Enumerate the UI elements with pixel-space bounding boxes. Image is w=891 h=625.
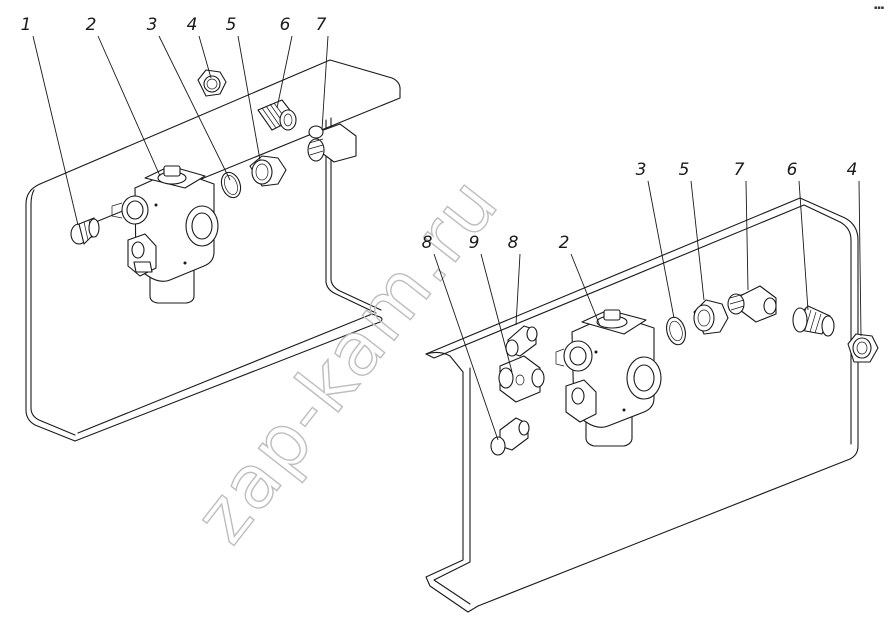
leader-line-L5: [237, 35, 261, 161]
callout-label-R2: 2: [559, 233, 570, 253]
callout-label-L1: 1: [21, 15, 32, 35]
callout-label-L6: 6: [280, 15, 291, 35]
part-7-elbow-left: [307, 123, 357, 163]
part-5-adapter-right: [693, 299, 729, 335]
part-8-elbow-upper: [505, 325, 538, 357]
part-7-elbow-right: [727, 285, 777, 323]
leader-line-R4: [858, 180, 862, 337]
part-3-oring-left: [220, 171, 242, 199]
right-bracket: [425, 197, 859, 613]
callout-label-R9: 9: [469, 233, 480, 253]
callout-label-R5: 5: [679, 160, 690, 180]
leader-line-R9: [480, 253, 513, 373]
callout-label-R8b: 8: [508, 233, 519, 253]
callout-label-L7: 7: [316, 15, 327, 35]
leader-line-R2: [570, 253, 601, 327]
leader-line-R7: [745, 180, 749, 291]
callout-label-R3: 3: [636, 160, 647, 180]
part-3-oring-right: [666, 316, 686, 346]
leader-line-L3: [158, 35, 231, 181]
leader-line-L6: [276, 35, 293, 109]
leader-line-L1: [32, 35, 79, 226]
callout-label-R4: 4: [847, 160, 858, 180]
watermark: zap-kam.ru: [178, 161, 515, 559]
callout-label-R7: 7: [734, 160, 745, 180]
part-6-fitting-left: [257, 99, 297, 131]
leader-line-R5: [690, 180, 705, 301]
leader-line-L2: [97, 35, 161, 177]
leader-line-R3: [647, 180, 675, 319]
callout-label-R8a: 8: [422, 233, 433, 253]
leader-line-L7: [321, 35, 329, 131]
leader-line-R8a: [433, 253, 499, 441]
corner-mark: ▪▪▪: [874, 5, 884, 11]
part-8-elbow-lower: [490, 417, 530, 456]
part-6-fitting-right: [792, 305, 835, 337]
leader-line-R6: [798, 180, 809, 311]
part-4-nut-right: [847, 333, 879, 363]
part-2-valve-left: [111, 165, 219, 304]
part-5-adapter-left: [249, 155, 287, 187]
leader-line-R8b: [515, 253, 521, 326]
part-4-nut-left: [197, 69, 227, 97]
callout-label-L5: 5: [226, 15, 237, 35]
callouts: 1 2 3 4 5 6 7 3 5 7 6 4 8 9 8 2: [21, 15, 862, 441]
callout-label-L2: 2: [86, 15, 97, 35]
callout-label-R6: 6: [787, 160, 798, 180]
callout-label-L4: 4: [187, 15, 198, 35]
part-1-fitting: [70, 217, 100, 245]
leader-line-L4: [198, 35, 212, 79]
callout-label-L3: 3: [147, 15, 158, 35]
part-2-valve-right: [555, 309, 662, 447]
left-bracket: [25, 59, 401, 442]
part-9-tee: [498, 355, 545, 403]
